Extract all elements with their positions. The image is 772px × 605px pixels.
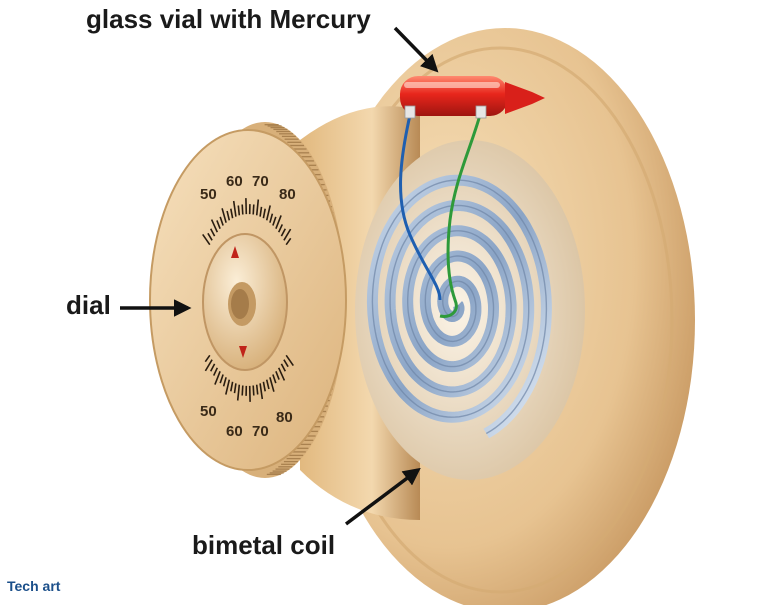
dial-tick: [237, 205, 241, 216]
dial-tick: [209, 228, 216, 237]
wires: [399, 114, 482, 318]
dial-tick: [255, 199, 260, 216]
dial-ticks-top: [202, 198, 292, 246]
dial-tick: [230, 208, 234, 219]
scale-top-70: 70: [252, 173, 269, 190]
dial-tick: [280, 363, 287, 372]
dial-tick: [262, 381, 266, 392]
green-wire: [439, 114, 482, 318]
dial-tick: [207, 232, 213, 241]
dial-tick: [204, 354, 211, 363]
dial-tick: [221, 208, 227, 223]
dial-tick: [204, 359, 213, 372]
dial-tick: [219, 216, 224, 226]
scale-bottom-60: 60: [226, 423, 243, 440]
dial-tick: [216, 220, 221, 229]
dial-tick: [226, 210, 231, 221]
vial-arrow-icon: [393, 26, 439, 73]
scale-top-80: 80: [279, 186, 296, 203]
dial-tick: [210, 219, 219, 233]
dial-tick: [265, 205, 271, 221]
vial-highlight: [404, 82, 500, 88]
dial-tick: [283, 359, 289, 368]
vial-tip: [505, 82, 545, 114]
dial-tick: [219, 374, 224, 384]
dial-knob-hole-inner: [231, 289, 249, 319]
dial-tick: [275, 371, 280, 380]
coil-arrow-icon: [344, 467, 421, 526]
scale-bottom-70: 70: [252, 423, 269, 440]
dial-tick: [232, 200, 237, 217]
dial-tick: [259, 206, 263, 217]
dial-tick: [262, 208, 266, 219]
scale-bottom-50: 50: [200, 403, 217, 420]
dial-tick: [230, 381, 234, 392]
dial-tick: [202, 233, 211, 246]
dial-tick: [285, 237, 292, 246]
dial-tick: [241, 385, 244, 396]
dial-tick: [275, 215, 282, 229]
mercury-vial: [400, 76, 545, 119]
dial-tick: [283, 228, 292, 241]
vial-contact-left: [404, 105, 416, 119]
dial-tick: [272, 216, 277, 226]
dial-tick: [255, 384, 259, 395]
dial-tick: [272, 374, 277, 384]
dial-ticks-bottom: [204, 354, 294, 402]
dial-tick: [285, 354, 294, 367]
dial-tick: [236, 384, 241, 401]
label-dial: dial: [66, 290, 111, 320]
label-bimetal-coil: bimetal coil: [192, 530, 336, 560]
blue-wire: [399, 114, 442, 301]
dial-tick: [252, 385, 255, 396]
dial-tick: [280, 228, 287, 237]
pointer-down-icon: [239, 346, 247, 358]
dial-tick: [222, 377, 227, 387]
vial-contact-right: [475, 105, 487, 119]
pointer-up-icon: [231, 246, 239, 258]
dial-assembly: 50 60 70 80 50 60 70 80: [149, 122, 347, 478]
dial-tick: [277, 367, 286, 381]
dial-tick: [214, 371, 221, 385]
label-glass-vial: glass vial with Mercury: [86, 4, 371, 34]
scale-top-50: 50: [200, 186, 217, 203]
dial-tick: [265, 379, 270, 390]
dial-tick: [259, 383, 264, 400]
scale-top-60: 60: [226, 173, 243, 190]
dial-tick: [269, 213, 274, 223]
dial-tick: [252, 204, 255, 215]
credit-text: Tech art: [7, 578, 61, 594]
dial-tick: [209, 363, 216, 372]
dial-tick: [233, 383, 237, 394]
scale-bottom-80: 80: [276, 409, 293, 426]
bimetal-coil: [366, 174, 552, 439]
dial-tick: [277, 224, 284, 233]
dial-tick: [212, 367, 219, 376]
coil-spiral-edge: [371, 179, 548, 435]
dial-tick: [269, 377, 275, 392]
dial-tick: [241, 204, 244, 215]
dial-tick: [225, 379, 231, 395]
